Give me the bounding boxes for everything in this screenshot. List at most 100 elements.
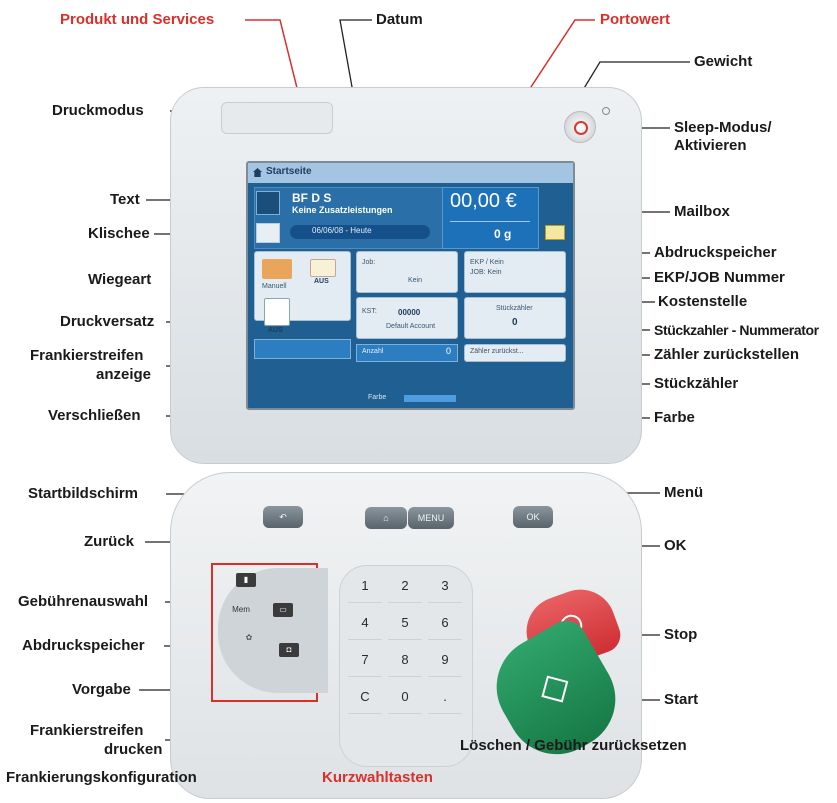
label-produkt: Produkt und Services [60,11,215,28]
kst-number: 00000 [398,308,421,317]
ok-button[interactable]: OK [513,506,553,528]
count-bar [356,344,458,362]
key-1[interactable]: 1 [348,574,382,603]
postage-value: 00,00 € [450,190,517,212]
kst-default: Default Account [386,323,436,330]
seal-envelope-icon[interactable] [310,259,336,277]
label-fdrucken-1: Frankierstreifen [30,722,144,739]
key-dot[interactable]: . [428,685,462,714]
status-led [602,107,610,115]
label-menue: Menü [664,484,704,501]
label-abdruck2: Abdruckspeicher [22,637,145,654]
strip-print-key[interactable]: ▭ [273,603,293,617]
counter-reset-button[interactable] [464,344,566,362]
housing-slot [221,102,333,134]
home-mini-icon [253,168,262,177]
label-portowert: Portowert [600,11,671,28]
fee-select-key[interactable]: ▮ [236,573,256,587]
key-4[interactable]: 4 [348,611,382,640]
label-druckversatz: Druckversatz [60,313,155,330]
postage-box[interactable] [442,187,539,249]
label-wiegeart: Wiegeart [88,271,152,288]
device-upper-housing: Startseite BF D S Keine Zusatzleistungen… [170,87,642,464]
label-kurzwahl: Kurzwahltasten [322,769,433,786]
cost-center-panel[interactable] [356,297,458,339]
memory-key[interactable]: Mem [232,605,250,614]
screen-header: Startseite [248,163,573,183]
device-keypad-housing: ↶ ⌂ MENU OK ▮ Mem ▭ ✿ ◘ 1 2 3 4 5 6 7 8 … [170,472,642,799]
label-frank-1: Frankierstreifen [30,347,144,364]
counter-reset-label: Zähler zurückst... [470,348,524,355]
text-button[interactable] [256,191,280,215]
product-code: BF D S [292,191,332,205]
print-offset-state: AUS [268,327,283,334]
home-button[interactable]: ⌂ [365,507,407,529]
label-gebuehren: Gebührenauswahl [18,593,149,610]
label-loeschen: Löschen / Gebühr zurücksetzen [460,737,687,754]
label-datum: Datum [376,11,423,28]
key-clear[interactable]: C [348,685,382,714]
label-ekp: EKP/JOB Nummer [654,269,785,286]
counter-label: Stückzähler [496,305,533,312]
key-2[interactable]: 2 [388,574,422,603]
label-sleep: Sleep-Modus/ [674,119,772,136]
ekp-panel[interactable] [464,251,566,293]
date-text: 06/06/08 - Heute [312,226,372,235]
config-key[interactable]: ◘ [279,643,299,657]
key-0[interactable]: 0 [388,685,422,714]
job-label: Job: [362,259,376,266]
default-key[interactable]: ✿ [245,633,253,642]
back-button[interactable]: ↶ [263,506,303,528]
key-9[interactable]: 9 [428,648,462,677]
label-klischee: Klischee [88,225,150,242]
label-fdrucken-2: drucken [104,741,163,758]
sleep-button[interactable] [564,111,596,143]
label-abdruckspeicher: Abdruckspeicher [654,244,777,261]
ink-level-bar [403,394,457,403]
key-6[interactable]: 6 [428,611,462,640]
ekp-value: EKP / Kein [470,259,504,266]
mailbox-icon[interactable] [545,225,565,240]
label-text: Text [110,191,140,208]
label-kostenstelle: Kostenstelle [658,293,748,310]
screen-header-title: Startseite [266,166,312,177]
key-7[interactable]: 7 [348,648,382,677]
key-3[interactable]: 3 [428,574,462,603]
count-value: 0 [446,346,452,356]
job-panel[interactable] [356,251,458,293]
job-number: JOB: Kein [470,269,502,276]
label-zaehler-reset: Zähler zurückstellen [654,346,800,363]
scale-hand-icon[interactable] [262,259,292,279]
start-icon [541,675,569,703]
franking-machine: Startseite BF D S Keine Zusatzleistungen… [170,87,642,799]
label-gewicht: Gewicht [694,53,753,70]
print-offset-icon[interactable] [264,298,290,326]
seal-state: AUS [314,278,329,285]
label-vorgabe: Vorgabe [72,681,131,698]
numeric-keypad: 1 2 3 4 5 6 7 8 9 C 0 . [339,565,473,767]
label-ok: OK [664,537,687,554]
label-verschliessen: Verschließen [48,407,141,424]
slogan-icon[interactable] [256,223,280,243]
services-text: Keine Zusatzleistungen [292,205,393,215]
key-8[interactable]: 8 [388,648,422,677]
weigh-mode-label: Manuell [262,283,287,290]
label-zurueck: Zurück [84,533,135,550]
label-start: Start [664,691,699,708]
counter-panel[interactable] [464,297,566,339]
menu-button[interactable]: MENU [408,507,454,529]
kst-label: KST: [362,308,377,315]
label-farbe: Farbe [654,409,695,426]
count-label: Anzahl [362,348,384,355]
key-5[interactable]: 5 [388,611,422,640]
ink-label: Farbe [368,394,387,401]
label-druckmodus: Druckmodus [52,102,144,119]
date-bar[interactable]: 06/06/08 - Heute [290,225,430,239]
label-frank-2: anzeige [96,366,152,383]
label-stop: Stop [664,626,698,643]
weight-value: 0 g [494,227,512,241]
counter-value: 0 [512,317,518,328]
quick-dial-keys [218,568,328,693]
strip-display-bar[interactable] [254,339,351,359]
label-startbild: Startbildschirm [28,485,139,502]
